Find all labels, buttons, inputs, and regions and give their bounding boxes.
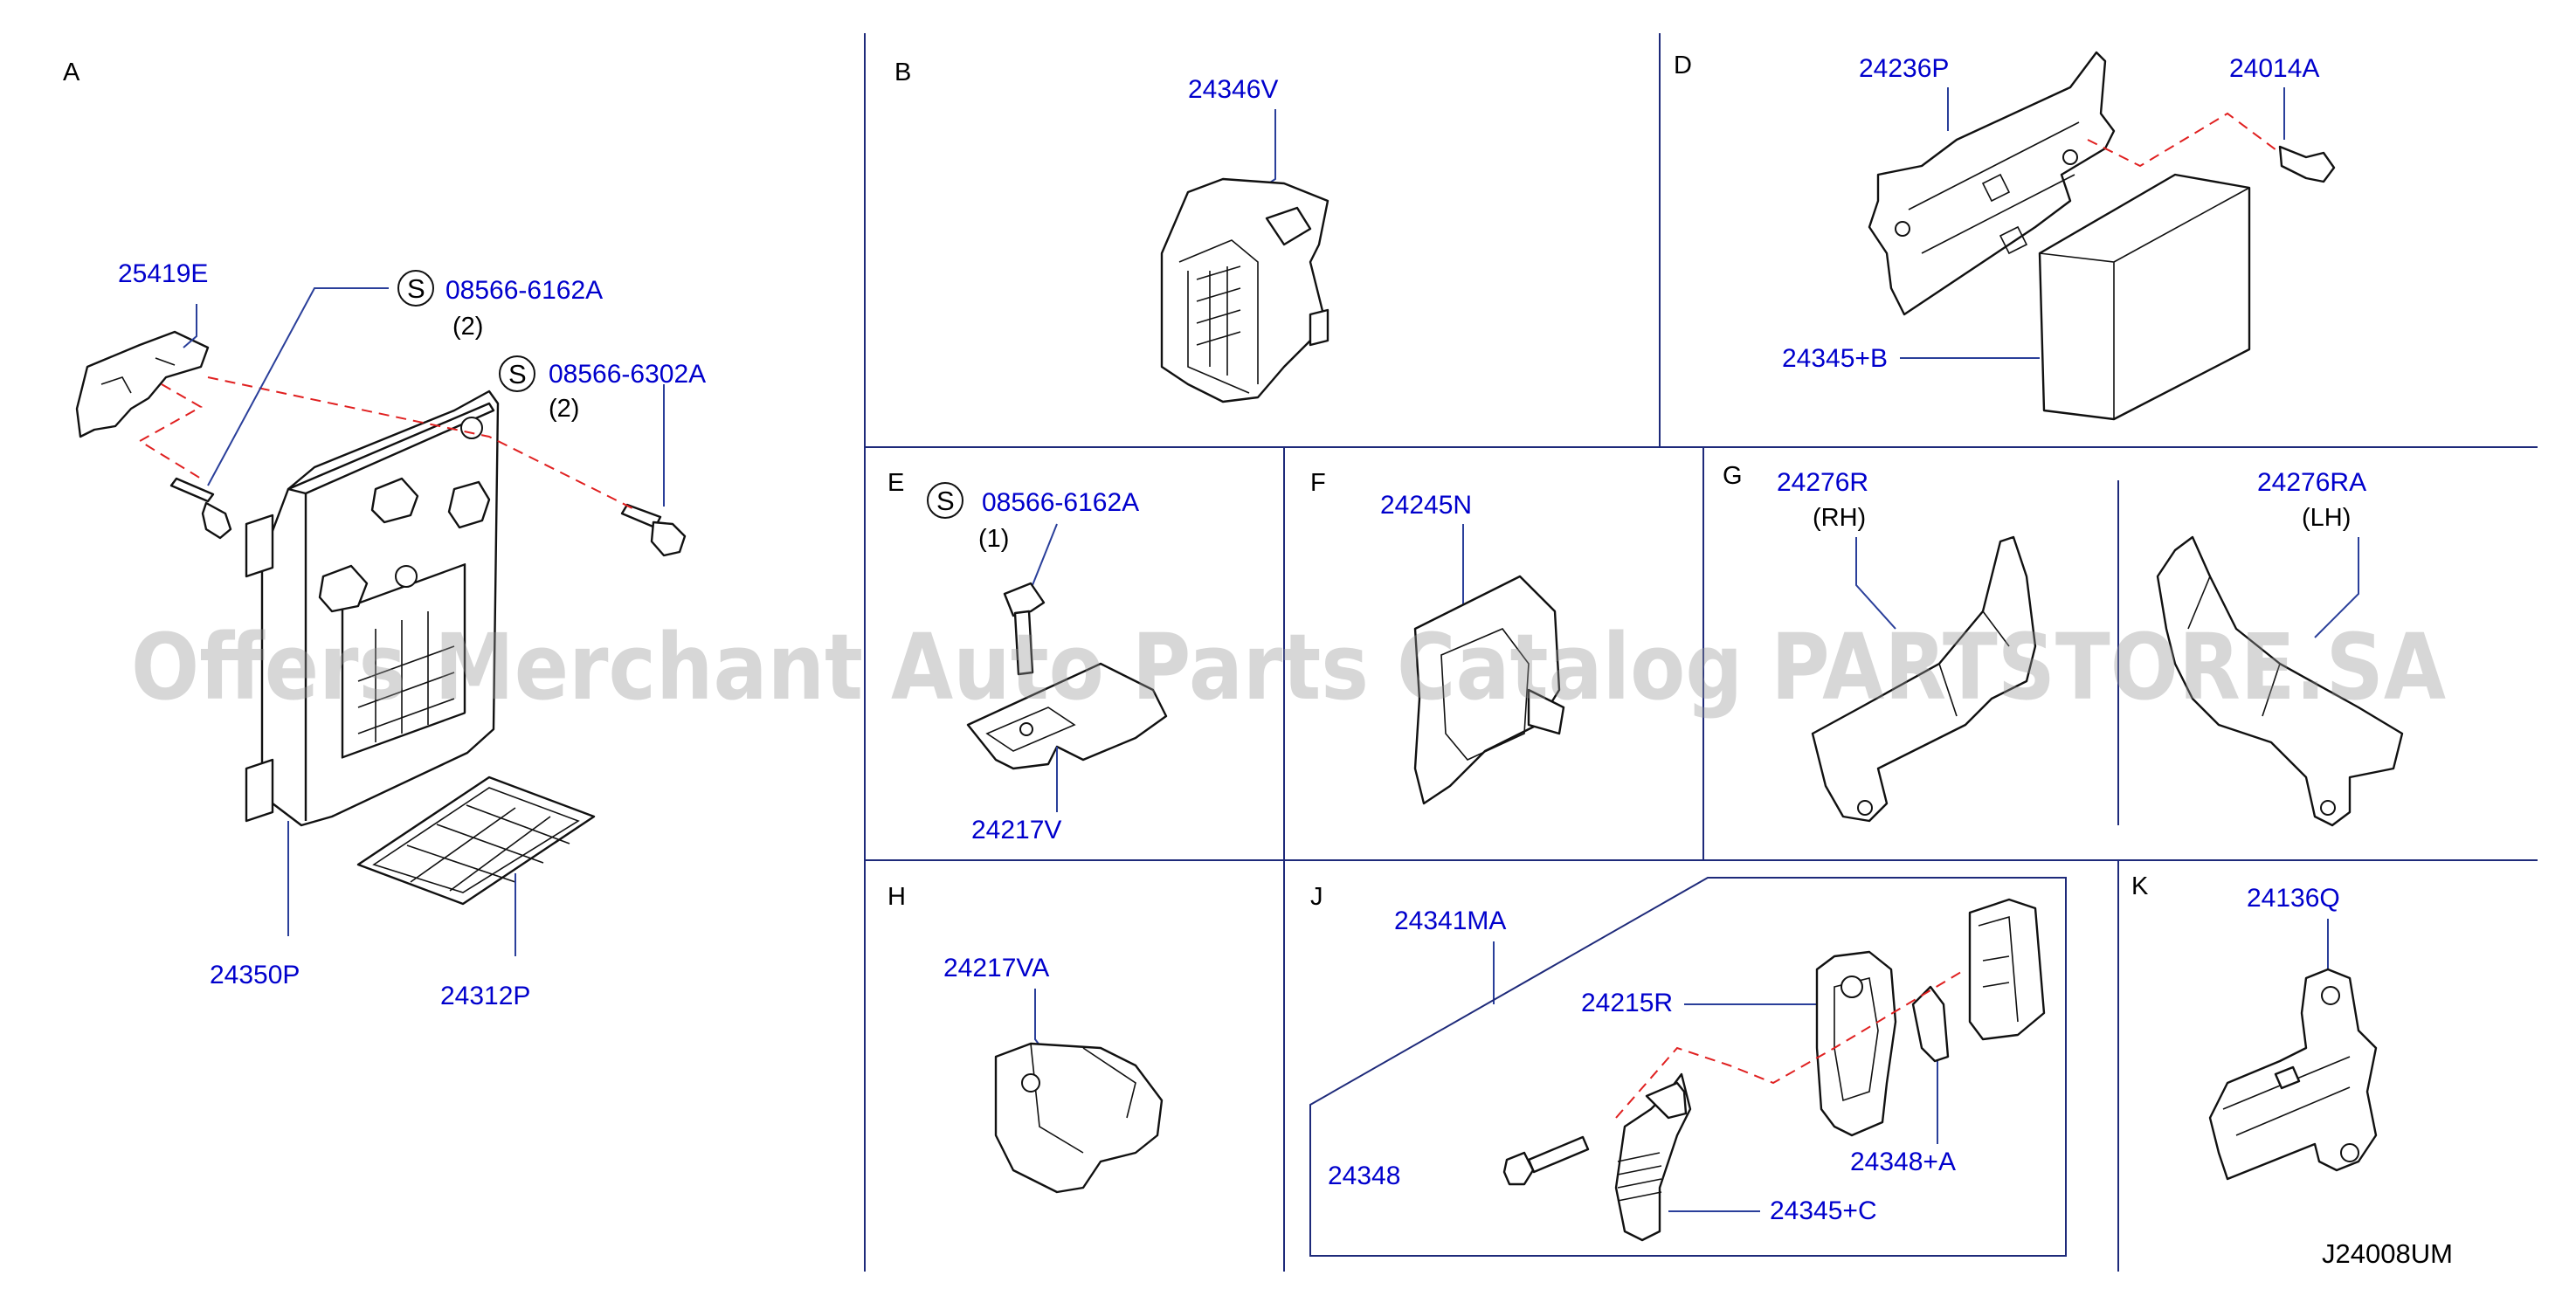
clip-25419e-drawing (75, 330, 210, 438)
screw-08566-6162a-drawing (169, 477, 232, 540)
section-g: G 24276R (RH) 24276RA (LH) (1723, 462, 2404, 827)
section-letter-f: F (1310, 469, 1326, 497)
label-24014a: 24014A (2229, 54, 2319, 83)
section-letter-d: D (1674, 52, 1692, 79)
label-08566-6302a: 08566-6302A (549, 360, 706, 389)
label-25419e: 25419E (118, 259, 208, 288)
label-24217v: 24217V (971, 816, 1061, 844)
label-24345b: 24345+B (1782, 344, 1888, 373)
assembly-outline (1309, 877, 2067, 1257)
screw-e-drawing (1003, 582, 1046, 676)
screw-24014a-drawing (2278, 145, 2336, 183)
section-k: K 24136Q (2131, 872, 2378, 1181)
label-24276r: 24276R (1777, 468, 1868, 497)
screw-24348-drawing (1502, 1135, 1590, 1186)
relay-drawing (1968, 898, 2046, 1041)
screw-symbol-circle (397, 270, 434, 307)
screw-symbol-s: S (508, 359, 527, 389)
section-letter-j: J (1310, 883, 1323, 911)
label-08566-6162a: 08566-6162A (445, 276, 603, 305)
qty-08566-6302a: (2) (549, 395, 579, 423)
bracket-24215r-drawing (1815, 950, 1897, 1137)
screw-08566-6302a-drawing (620, 503, 687, 557)
watermark-text: Offers Merchant Auto Parts Catalog PARTS… (131, 614, 2446, 720)
label-24217va: 24217VA (943, 954, 1049, 982)
section-d: D 24236P 24014A 24345+B (1674, 51, 2336, 421)
label-08566-6162a-e: 08566-6162A (982, 488, 1139, 517)
bracket-24217v-drawing (966, 662, 1168, 770)
label-24348: 24348 (1328, 1162, 1400, 1190)
screw-symbol-s: S (936, 486, 955, 516)
section-b: B 24346V (894, 59, 1329, 403)
section-letter-h: H (887, 883, 906, 911)
bracket-24217va-drawing (994, 1042, 1164, 1194)
section-h: H 24217VA (887, 883, 1164, 1194)
label-24236p: 24236P (1859, 54, 1949, 83)
section-grid (864, 33, 2538, 1272)
label-24350p: 24350P (210, 961, 300, 989)
holder-24245n-drawing (1413, 575, 1565, 805)
bracket-24276ra-drawing (2156, 535, 2404, 827)
qty-08566-6162a-e: (1) (978, 525, 1009, 553)
section-e: E S 08566-6162A (1) 24217V (887, 469, 1168, 844)
module-24345b-drawing (2038, 173, 2251, 421)
connector-24346v-drawing (1160, 177, 1329, 403)
section-letter-g: G (1723, 462, 1743, 490)
bracket-24236p-drawing (1868, 51, 2116, 316)
sensor-24136q-drawing (2208, 968, 2378, 1181)
label-24341ma: 24341MA (1394, 907, 1506, 935)
bracket-24276r-drawing (1811, 535, 2037, 823)
section-letter-b: B (894, 59, 911, 86)
cover-24312p-drawing (356, 776, 596, 906)
fuse-24345c-drawing (1614, 1072, 1692, 1242)
bracket-24350p-drawing (245, 389, 500, 827)
section-letter-e: E (887, 469, 904, 497)
side-rh: (RH) (1813, 504, 1866, 532)
plate-24348a-drawing (1911, 985, 1950, 1063)
section-j: J 24341MA 24215R 24348 24348+A 24345+C (1309, 877, 2067, 1257)
section-letter-a: A (63, 59, 80, 86)
screw-symbol-circle (499, 355, 535, 392)
section-letter-k: K (2131, 872, 2149, 900)
label-24136q: 24136Q (2247, 884, 2340, 913)
screw-symbol-circle (927, 482, 963, 519)
side-lh: (LH) (2302, 504, 2351, 532)
label-24345c: 24345+C (1770, 1196, 1877, 1225)
diagram-code: J24008UM (2322, 1238, 2453, 1269)
section-a: A (63, 59, 706, 1010)
screw-symbol-s: S (407, 273, 425, 304)
section-f: F 24245N (1310, 469, 1565, 805)
label-24245n: 24245N (1380, 491, 1472, 520)
label-24348a: 24348+A (1850, 1148, 1956, 1176)
label-24312p: 24312P (440, 982, 530, 1010)
label-24346v: 24346V (1188, 75, 1278, 104)
label-24215r: 24215R (1581, 989, 1673, 1017)
qty-08566-6162a: (2) (452, 313, 483, 341)
label-24276ra: 24276RA (2257, 468, 2366, 497)
